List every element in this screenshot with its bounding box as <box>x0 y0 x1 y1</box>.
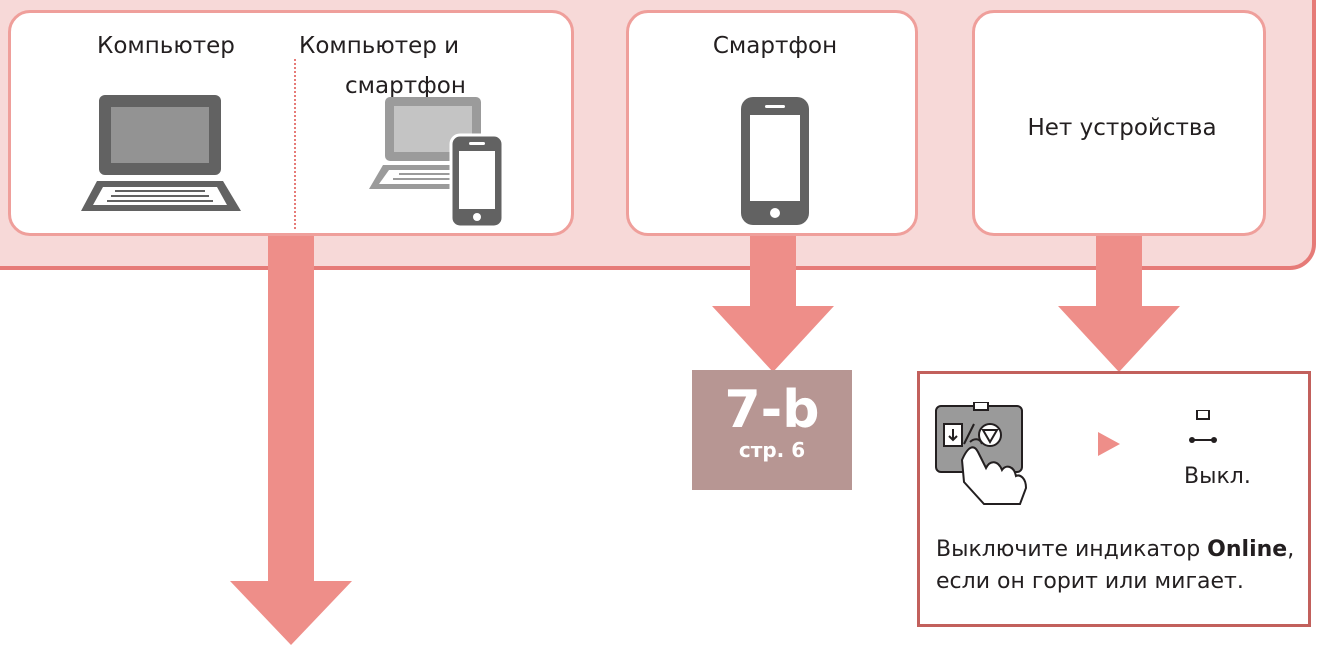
option-smartphone-label: Смартфон <box>712 33 838 59</box>
step-code: 7-b <box>724 380 820 440</box>
instruction-box: Выкл. Выключите индикатор Online, если о… <box>917 371 1311 627</box>
page-number: стр. 6 <box>738 438 806 462</box>
option-computer-smartphone-label-2: смартфон <box>345 73 466 99</box>
option-computer-smartphone-label: Компьютер и <box>299 33 460 59</box>
instruction-text-part2: , если он горит или мигает. <box>936 537 1295 594</box>
option-computer-label: Компьютер <box>97 33 235 59</box>
play-arrow-icon <box>1098 432 1120 456</box>
option-smartphone-card[interactable]: Смартфон <box>626 10 918 236</box>
instruction-text-part1: Выключите индикатор <box>936 537 1208 562</box>
page-reference-badge[interactable]: 7-b стр. 6 <box>692 370 852 490</box>
off-state-label: Выкл. <box>1184 464 1251 489</box>
option-no-device-label: Нет устройства <box>1027 115 1217 141</box>
option-no-device-card[interactable]: Нет устройства <box>972 10 1266 236</box>
option-divider <box>294 59 296 229</box>
arrow-to-smartphone-step <box>712 236 834 372</box>
button-press-icon <box>935 402 1028 505</box>
option-computer-card[interactable]: Компьютер Компьютер и смартфон <box>8 10 574 236</box>
laptop-phone-icon <box>369 97 505 229</box>
online-indicator-name: Online <box>1207 537 1288 562</box>
arrow-to-no-device-step <box>1058 236 1180 372</box>
instruction-text: Выключите индикатор Online, если он гори… <box>936 534 1306 598</box>
led-off-icon <box>1189 410 1217 443</box>
laptop-icon <box>81 95 241 211</box>
arrow-to-computer-steps <box>230 236 352 645</box>
smartphone-icon <box>741 97 809 225</box>
